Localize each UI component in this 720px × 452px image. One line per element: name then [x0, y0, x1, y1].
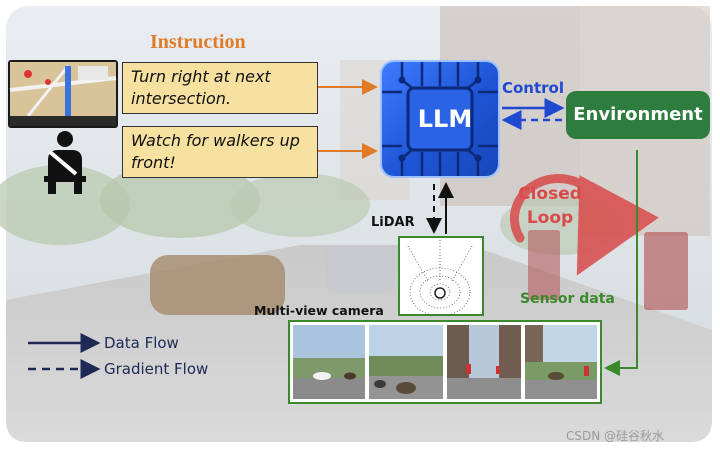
control-label: Control: [501, 79, 564, 97]
watermark: CSDN @硅谷秋水: [566, 429, 665, 443]
camera-view-front: [369, 325, 443, 399]
multi-view-camera-label: Multi-view camera: [254, 303, 384, 318]
multi-view-camera-strip: [288, 320, 602, 404]
lidar-pointcloud-image: [398, 236, 484, 316]
camera-view-front-right: [447, 325, 521, 399]
instruction-title: Instruction: [150, 31, 246, 53]
legend-data-flow-label: Data Flow: [104, 334, 179, 352]
closed-loop-label: Closed Loop: [510, 182, 590, 230]
sensor-data-label: Sensor data: [520, 291, 615, 307]
circuit-traces-icon: [382, 62, 498, 176]
gps-navigation-icon: [8, 60, 118, 128]
instruction-box-walkers: Watch for walkers up front!: [122, 126, 318, 178]
closed-loop-line2: Loop: [526, 208, 574, 228]
llm-chip: [380, 60, 500, 178]
environment-box: Environment: [566, 91, 710, 139]
instruction-box-turn-right: Turn right at next intersection.: [122, 62, 318, 114]
llm-label: LLM: [417, 105, 473, 133]
seatbelt-passenger-icon: [44, 131, 86, 194]
camera-view-front-left: [293, 325, 365, 399]
lidar-label: LiDAR: [371, 215, 415, 230]
legend-gradient-flow-label: Gradient Flow: [104, 360, 209, 378]
closed-loop-line1: Closed: [518, 184, 582, 204]
camera-view-right: [525, 325, 597, 399]
